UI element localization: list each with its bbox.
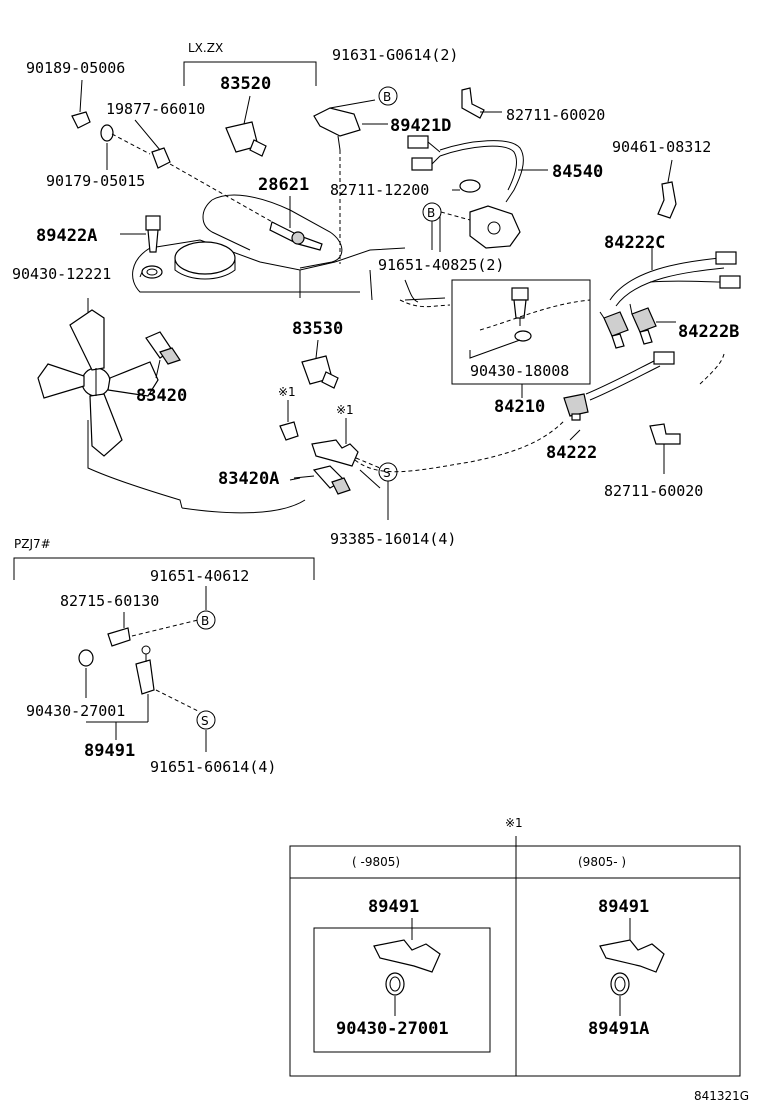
part-84540-harness — [407, 135, 548, 249]
part-90430-12221-gasket — [141, 265, 163, 279]
label-84222c: 84222C — [604, 233, 665, 253]
lx-zx-bracket: LX.ZX — [183, 41, 317, 86]
label-90179-05015: 90179-05015 — [46, 172, 145, 190]
part-82711-12200-clamp — [452, 179, 481, 193]
label-83420: 83420 — [136, 386, 187, 406]
part-83420a-sensor — [293, 465, 351, 495]
label-90189-05006: 90189-05006 — [26, 59, 125, 77]
svg-text:S: S — [201, 714, 209, 728]
label-84210: 84210 — [494, 397, 545, 417]
svg-text:S: S — [383, 466, 391, 480]
table-col2-header: (9805- ) — [578, 855, 626, 869]
part-84222b-sensor — [599, 303, 676, 349]
label-mark1-b: ※1 — [336, 403, 354, 417]
part-84222-sensor — [563, 351, 725, 441]
label-90430-12221: 90430-12221 — [12, 265, 111, 283]
part-84210-group — [451, 279, 591, 398]
svg-text:B: B — [427, 206, 435, 220]
part-83520-pressure-switch — [225, 95, 267, 157]
table-col1-part-bottom: 90430-27001 — [336, 1019, 449, 1039]
label-90430-18008: 90430-18008 — [470, 362, 569, 380]
part-83530-switch — [301, 339, 339, 389]
label-83420a: 83420A — [218, 469, 279, 489]
label-83530: 83530 — [292, 319, 343, 339]
label-84222b: 84222B — [678, 322, 739, 342]
part-89421d-sensor — [313, 99, 388, 264]
label-91651-60614: 91651-60614(4) — [150, 758, 276, 776]
label-90430-27001: 90430-27001 — [26, 702, 125, 720]
part-82711-60020-clamp-top — [461, 87, 502, 119]
cooling-fan — [37, 309, 159, 457]
label-82711-60020-bottom: 82711-60020 — [604, 482, 703, 500]
label-91631-g0614: 91631-G0614(2) — [332, 46, 458, 64]
label-90461-08312: 90461-08312 — [612, 138, 711, 156]
table-col2-part-top: 89491 — [598, 897, 649, 917]
part-89422a-temp-sensor — [120, 215, 161, 253]
label-82711-60020-top: 82711-60020 — [506, 106, 605, 124]
part-89491-assembly-engine — [311, 418, 359, 467]
label-91651-40612: 91651-40612 — [150, 567, 249, 585]
label-28621: 28621 — [258, 175, 309, 195]
diagram-code: 841321G — [694, 1089, 749, 1103]
part-19877-66010 — [111, 119, 291, 233]
label-mark1-a: ※1 — [278, 385, 296, 399]
pzj7-section: PZJ7# B S — [13, 537, 315, 752]
pzj7-label: PZJ7# — [14, 537, 51, 551]
svg-text:B: B — [201, 614, 209, 628]
leader-lines — [139, 216, 441, 481]
part-90189-05006-bolt — [71, 79, 91, 129]
part-82711-60020-clamp-bottom — [649, 423, 681, 474]
svg-text:B: B — [383, 90, 391, 104]
engine-outline — [87, 194, 566, 514]
part-83420-sensor — [145, 331, 181, 379]
label-83520: 83520 — [220, 74, 271, 94]
part-28621 — [269, 196, 323, 251]
table-col1-part-top: 89491 — [368, 897, 419, 917]
label-89491: 89491 — [84, 741, 135, 761]
label-19877-66010: 19877-66010 — [106, 100, 205, 118]
label-82711-12200: 82711-12200 — [330, 181, 429, 199]
callout-s-engine: S — [355, 457, 398, 520]
variant-table: ※1 ( -9805) (9805- ) 89491 90430-27001 8… — [289, 816, 741, 1077]
label-91651-40825: 91651-40825(2) — [378, 256, 504, 274]
label-82715-60130: 82715-60130 — [60, 592, 159, 610]
part-90179-05015-nut — [100, 124, 114, 170]
callout-b-mid: B — [422, 202, 471, 250]
part-84222c-harness — [609, 248, 741, 307]
part-90461-08312-clip — [657, 159, 677, 219]
part-gasket-mark1 — [279, 400, 299, 441]
label-84222: 84222 — [546, 443, 597, 463]
callout-b-top: B — [378, 86, 398, 106]
table-col1-header: ( -9805) — [352, 855, 400, 869]
table-mark-1: ※1 — [505, 816, 523, 830]
lx-zx-label: LX.ZX — [188, 41, 223, 55]
label-93385-16014: 93385-16014(4) — [330, 530, 456, 548]
label-84540: 84540 — [552, 162, 603, 182]
label-89421d: 89421D — [390, 116, 451, 136]
label-89422a: 89422A — [36, 226, 97, 246]
table-col2-part-bottom: 89491A — [588, 1019, 649, 1039]
part-labels: 90189-05006 83520 91631-G0614(2) 19877-6… — [12, 46, 749, 1103]
